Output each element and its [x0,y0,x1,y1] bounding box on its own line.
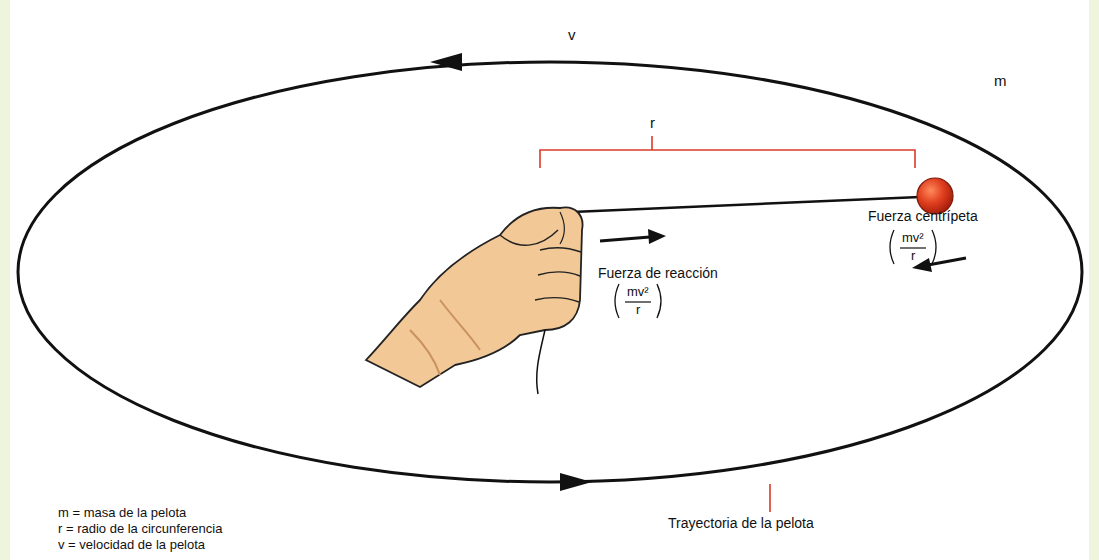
force-label: Fuerza de reacción [598,265,718,281]
radius-bracket [540,136,915,168]
callout-label: Trayectoria de la pelota [668,515,814,531]
string [572,197,920,212]
formula-parenthesis [890,230,936,264]
force-arrowhead [648,229,666,244]
velocity-symbol: v [568,26,576,43]
fist [366,207,583,387]
legend-note: v = velocidad de la pelota [58,538,205,553]
formula-numerator: mv² [902,231,924,246]
formula-denominator: r [636,303,640,318]
formula-denominator: r [911,249,915,264]
legend-note: r = radio de la circunferencia [58,522,222,537]
direction-arrowhead [560,473,592,491]
formula-parenthesis [615,284,661,318]
force-arrow [600,237,650,241]
mass-symbol: m [994,72,1007,89]
string-tail [537,330,545,394]
radius-symbol: r [650,114,655,131]
formula-numerator: mv² [627,285,649,300]
trajectory-ellipse [18,62,1082,482]
legend-note: m = masa de la pelota [58,506,186,521]
force-label: Fuerza centrípeta [868,208,978,224]
leader-line [769,484,771,512]
direction-arrowhead [430,53,462,71]
